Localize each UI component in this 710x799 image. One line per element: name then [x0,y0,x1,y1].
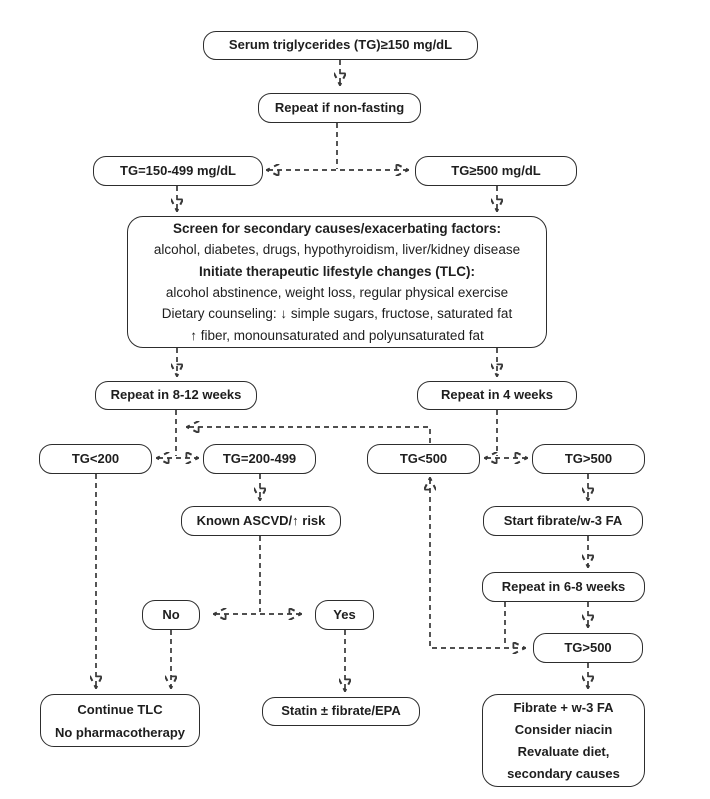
screen-line-2: alcohol, diabetes, drugs, hypothyroidism… [153,242,521,258]
node-tg-ge500: TG≥500 mg/dL [415,156,577,186]
continue-tlc-line-2: No pharmacotherapy [54,724,186,740]
node-repeat-6-8-label: Repeat in 6-8 weeks [501,578,626,594]
edge-tglt500-loopback [188,427,431,443]
node-no-label: No [162,606,180,622]
screen-line-4: alcohol abstinence, weight loss, regular… [165,285,509,300]
screen-line-5: Dietary counseling: ↓ simple sugars, fru… [161,306,513,322]
node-repeat-4-label: Repeat in 4 weeks [441,387,553,403]
node-tg-gt-500-repeat-label: TG>500 [564,639,612,655]
screen-line-3: Initiate therapeutic lifestyle changes (… [198,263,476,279]
node-tg-200-499: TG=200-499 [203,444,316,474]
node-continue-tlc: Continue TLC No pharmacotherapy [40,694,200,747]
node-tg-150-499: TG=150-499 mg/dL [93,156,263,186]
fibrate-line-2: Consider niacin [514,721,613,737]
node-repeat-nonfasting-label: Repeat if non-fasting [274,99,405,115]
node-tg-150-499-label: TG=150-499 mg/dL [120,162,236,178]
node-tg-gt-500-repeat: TG>500 [533,633,643,663]
node-tg-gt-500: TG>500 [532,444,645,474]
node-repeat-6-8-weeks: Repeat in 6-8 weeks [482,572,645,602]
node-screen-tlc: Screen for secondary causes/exacerbating… [127,216,547,348]
node-no: No [142,600,200,630]
node-serum-tg: Serum triglycerides (TG)≥150 mg/dL [203,31,478,60]
node-repeat-8-12-label: Repeat in 8-12 weeks [110,387,242,403]
node-statin-label: Statin ± fibrate/EPA [281,703,401,719]
node-known-ascvd-label: Known ASCVD/↑ risk [196,512,326,528]
node-fibrate-niacin: Fibrate + w-3 FA Consider niacin Revalua… [482,694,645,787]
node-start-fibrate: Start fibrate/w-3 FA [483,506,643,536]
node-repeat-nonfasting: Repeat if non-fasting [258,93,421,123]
screen-line-1: Screen for secondary causes/exacerbating… [173,220,501,236]
node-statin: Statin ± fibrate/EPA [262,697,420,726]
fibrate-line-1: Fibrate + w-3 FA [513,699,614,715]
node-tg-lt-500: TG<500 [367,444,480,474]
node-tg-200-499-label: TG=200-499 [222,450,297,466]
node-repeat-4-weeks: Repeat in 4 weeks [417,381,577,410]
fibrate-line-4: secondary causes [507,765,620,781]
node-tg-lt-200-label: TG<200 [71,450,120,466]
node-yes-label: Yes [333,606,356,622]
node-tg-lt-200: TG<200 [39,444,152,474]
node-tg-ge500-label: TG≥500 mg/dL [451,162,541,178]
node-known-ascvd: Known ASCVD/↑ risk [181,506,341,536]
edge-junction-loop [430,479,524,648]
fibrate-line-3: Revaluate diet, [517,743,610,759]
continue-tlc-line-1: Continue TLC [77,701,163,717]
node-tg-lt-500-label: TG<500 [399,450,448,466]
node-tg-gt-500-label: TG>500 [564,450,613,466]
screen-line-6: ↑ fiber, monounsaturated and polyunsatur… [190,327,484,343]
node-serum-tg-label: Serum triglycerides (TG)≥150 mg/dL [228,37,453,53]
node-repeat-8-12-weeks: Repeat in 8-12 weeks [95,381,257,410]
node-yes: Yes [315,600,374,630]
node-start-fibrate-label: Start fibrate/w-3 FA [503,512,623,528]
